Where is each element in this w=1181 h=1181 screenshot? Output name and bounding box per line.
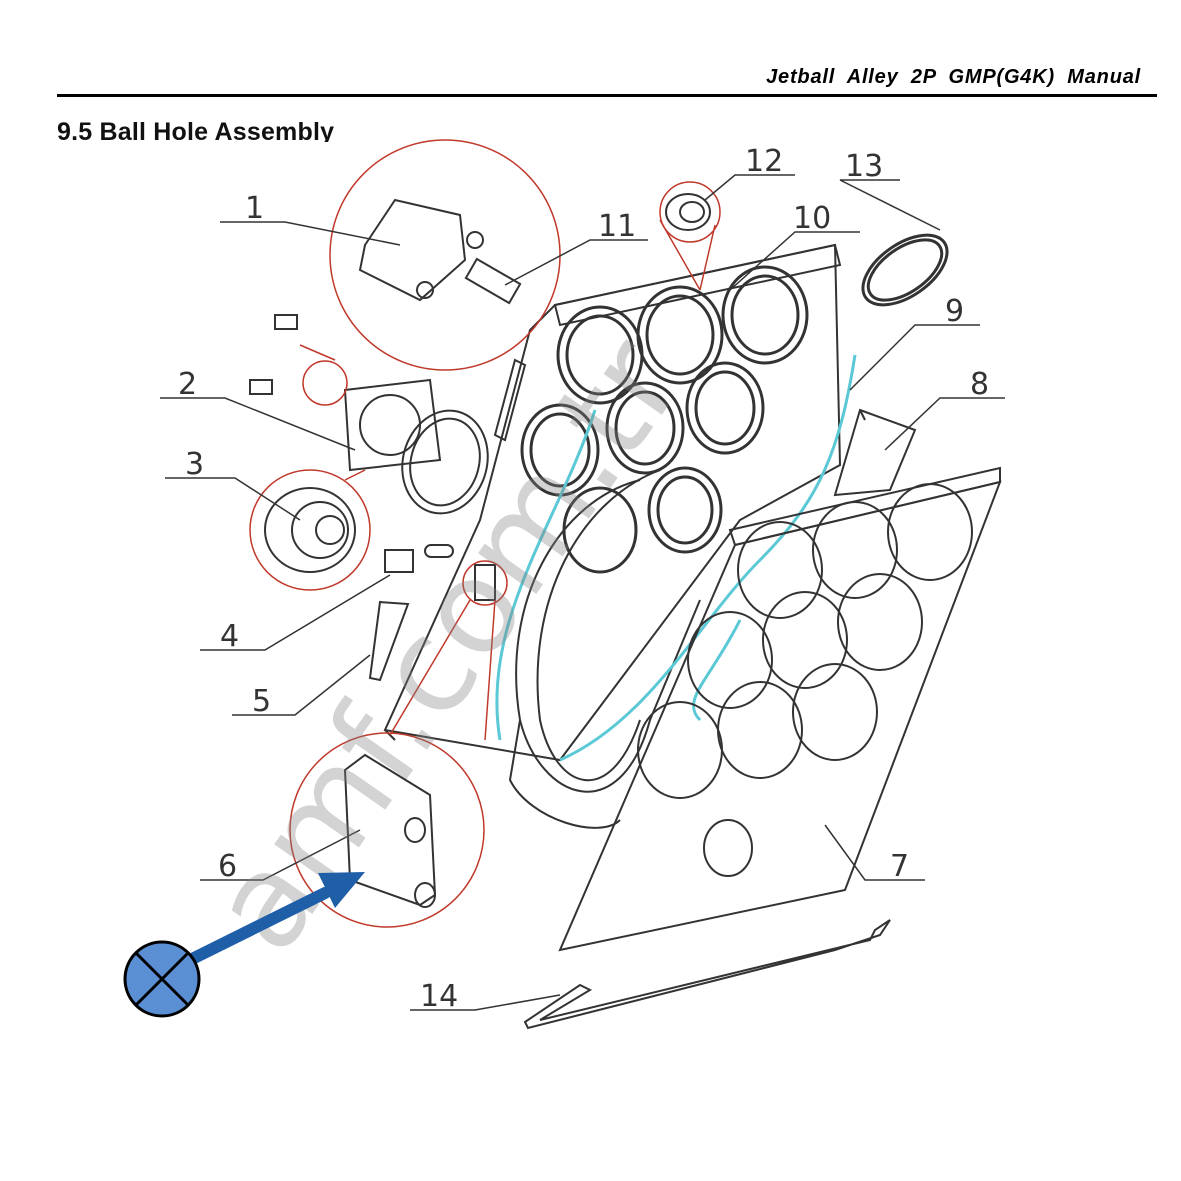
side-bracket bbox=[833, 408, 917, 497]
callout-7: 7 bbox=[890, 849, 909, 884]
section-title: 9.5 Ball Hole Assembly bbox=[57, 118, 335, 142]
front-panel-holes bbox=[637, 483, 973, 877]
callout-11: 11 bbox=[598, 209, 636, 244]
callout-10: 10 bbox=[793, 201, 831, 236]
leader-lines bbox=[160, 174, 1005, 1011]
ring-part bbox=[861, 233, 949, 307]
panel-rings bbox=[520, 265, 809, 574]
callout-1: 1 bbox=[245, 191, 264, 226]
header-rule bbox=[57, 94, 1157, 97]
detail-circles bbox=[249, 139, 721, 928]
callout-5: 5 bbox=[252, 684, 271, 719]
small-parts bbox=[249, 314, 527, 682]
crossed-circle-icon bbox=[123, 940, 201, 1018]
manual-title: Jetball Alley 2P GMP(G4K) Manual bbox=[766, 66, 1141, 88]
callout-9: 9 bbox=[945, 294, 964, 329]
callout-2: 2 bbox=[178, 367, 197, 402]
callout-12: 12 bbox=[745, 144, 783, 179]
callout-6: 6 bbox=[218, 849, 237, 884]
callout-13: 13 bbox=[845, 149, 883, 184]
arrow-icon bbox=[184, 872, 365, 966]
bottom-rail bbox=[523, 919, 891, 1030]
callout-14: 14 bbox=[420, 979, 458, 1014]
callout-8: 8 bbox=[970, 367, 989, 402]
callout-4: 4 bbox=[220, 619, 239, 654]
ball-channel bbox=[508, 469, 701, 829]
cyan-tube bbox=[495, 354, 857, 762]
callout-numbers: 1 2 3 4 5 6 7 8 9 10 11 12 13 14 bbox=[178, 144, 989, 1014]
callout-3: 3 bbox=[185, 447, 204, 482]
